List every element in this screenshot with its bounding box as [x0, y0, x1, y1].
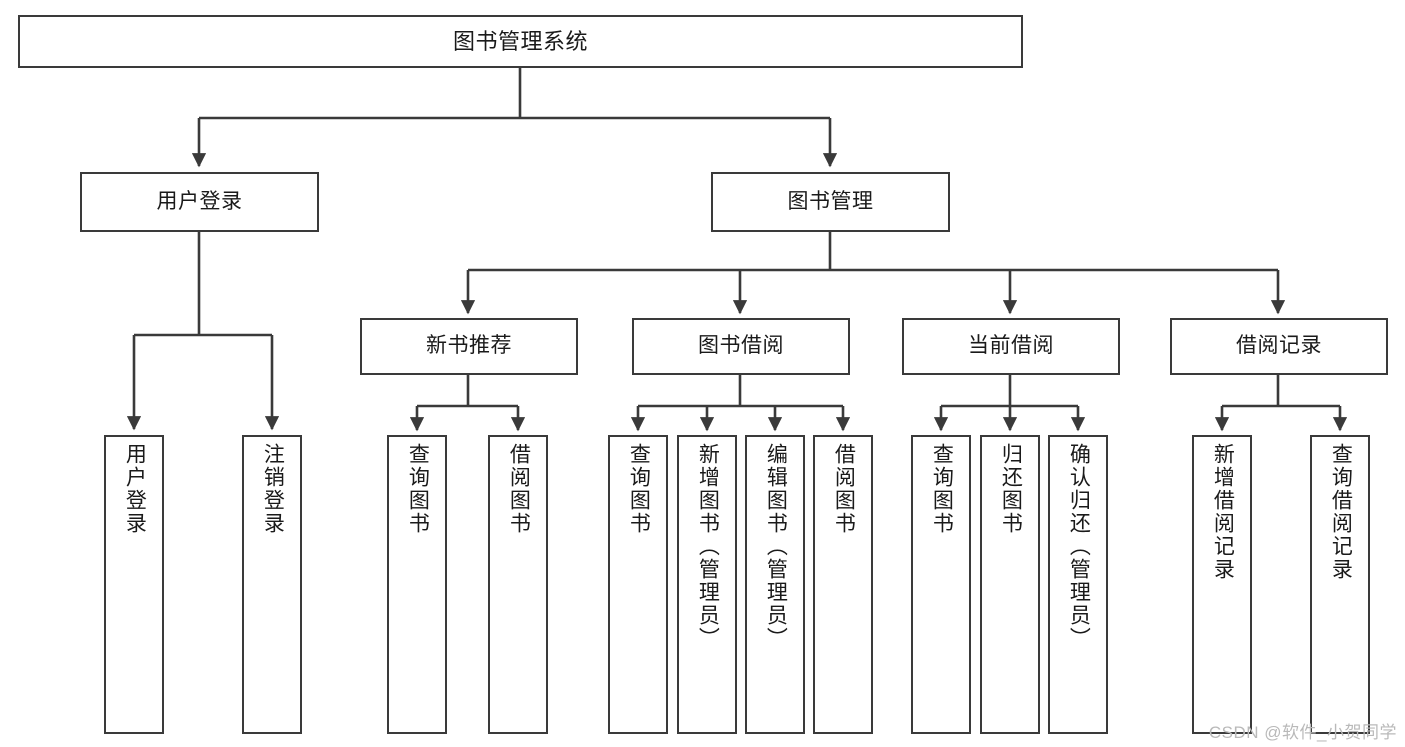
- leaf-borrow-add-book-admin[interactable]: 新增图书（管理员）: [677, 435, 737, 734]
- node-label: 新书推荐: [426, 334, 512, 358]
- node-book-borrow[interactable]: 图书借阅: [632, 318, 850, 375]
- leaf-borrow-query-book[interactable]: 查询图书: [608, 435, 668, 734]
- node-label: 注销登录: [261, 443, 285, 535]
- node-label: 查询图书: [406, 443, 430, 535]
- node-label: 借阅图书: [832, 443, 856, 535]
- csdn-watermark: CSDN @软件_小贺同学: [1208, 723, 1397, 742]
- node-label: 查询图书: [627, 443, 651, 535]
- node-label: 归还图书: [999, 443, 1023, 535]
- node-book-management[interactable]: 图书管理: [711, 172, 950, 232]
- node-borrow-record[interactable]: 借阅记录: [1170, 318, 1388, 375]
- node-label: 确认归还（管理员）: [1067, 443, 1091, 650]
- leaf-user-login-logout[interactable]: 注销登录: [242, 435, 302, 734]
- leaf-user-login-login[interactable]: 用户登录: [104, 435, 164, 734]
- leaf-record-query-borrow-record[interactable]: 查询借阅记录: [1310, 435, 1370, 734]
- leaf-current-query-book[interactable]: 查询图书: [911, 435, 971, 734]
- node-label: 新增借阅记录: [1211, 443, 1235, 581]
- leaf-current-return-book[interactable]: 归还图书: [980, 435, 1040, 734]
- node-label: 新增图书（管理员）: [696, 443, 720, 650]
- node-user-login[interactable]: 用户登录: [80, 172, 319, 232]
- node-label: 图书借阅: [698, 334, 784, 358]
- node-current-borrow[interactable]: 当前借阅: [902, 318, 1120, 375]
- node-label: 借阅图书: [507, 443, 531, 535]
- node-label: 图书管理系统: [452, 28, 588, 54]
- leaf-current-confirm-return-admin[interactable]: 确认归还（管理员）: [1048, 435, 1108, 734]
- node-label: 借阅记录: [1236, 334, 1322, 358]
- leaf-borrow-borrow-book[interactable]: 借阅图书: [813, 435, 873, 734]
- leaf-new-book-query[interactable]: 查询图书: [387, 435, 447, 734]
- node-label: 查询图书: [930, 443, 954, 535]
- node-new-book-recommend[interactable]: 新书推荐: [360, 318, 578, 375]
- node-root-system[interactable]: 图书管理系统: [18, 15, 1023, 68]
- node-label: 用户登录: [156, 189, 243, 213]
- node-label: 查询借阅记录: [1329, 443, 1353, 581]
- leaf-record-add-borrow-record[interactable]: 新增借阅记录: [1192, 435, 1252, 734]
- leaf-new-book-borrow[interactable]: 借阅图书: [488, 435, 548, 734]
- node-label: 编辑图书（管理员）: [764, 443, 788, 650]
- leaf-borrow-edit-book-admin[interactable]: 编辑图书（管理员）: [745, 435, 805, 734]
- node-label: 用户登录: [123, 443, 147, 535]
- node-label: 当前借阅: [968, 334, 1054, 358]
- node-label: 图书管理: [787, 189, 874, 213]
